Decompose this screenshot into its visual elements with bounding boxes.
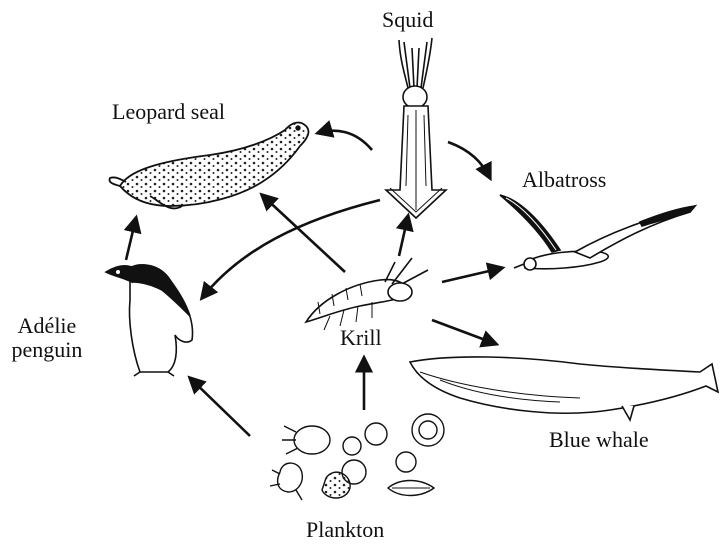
arrow-krill-to-blue-whale <box>432 320 496 344</box>
adelie-penguin-illustration <box>106 265 193 376</box>
arrow-krill-to-squid <box>399 216 408 256</box>
label-leopard-seal: Leopard seal <box>112 100 225 124</box>
arrow-squid-to-adelie-penguin <box>202 200 380 298</box>
arrow-adelie-penguin-to-leopard-seal <box>126 218 136 260</box>
label-plankton: Plankton <box>306 518 384 542</box>
squid-illustration <box>386 38 446 218</box>
leopard-seal-illustration <box>109 123 308 209</box>
albatross-illustration <box>500 195 695 270</box>
label-albatross: Albatross <box>522 168 606 192</box>
label-adelie-line2: penguin <box>10 338 84 362</box>
label-adelie-line1: Adélie <box>10 314 84 338</box>
arrow-krill-to-leopard-seal <box>262 195 345 272</box>
arrow-squid-to-leopard-seal <box>318 131 372 150</box>
krill-illustration <box>306 258 428 330</box>
label-blue-whale: Blue whale <box>549 428 649 452</box>
label-krill: Krill <box>340 326 382 350</box>
plankton-illustration <box>270 414 444 500</box>
arrow-squid-to-albatross <box>448 142 490 178</box>
label-squid: Squid <box>382 8 433 32</box>
arrow-plankton-to-adelie-penguin <box>190 378 250 436</box>
label-adelie-penguin: Adélie penguin <box>10 314 84 362</box>
blue-whale-illustration <box>410 357 718 420</box>
arrow-krill-to-albatross <box>442 268 502 282</box>
